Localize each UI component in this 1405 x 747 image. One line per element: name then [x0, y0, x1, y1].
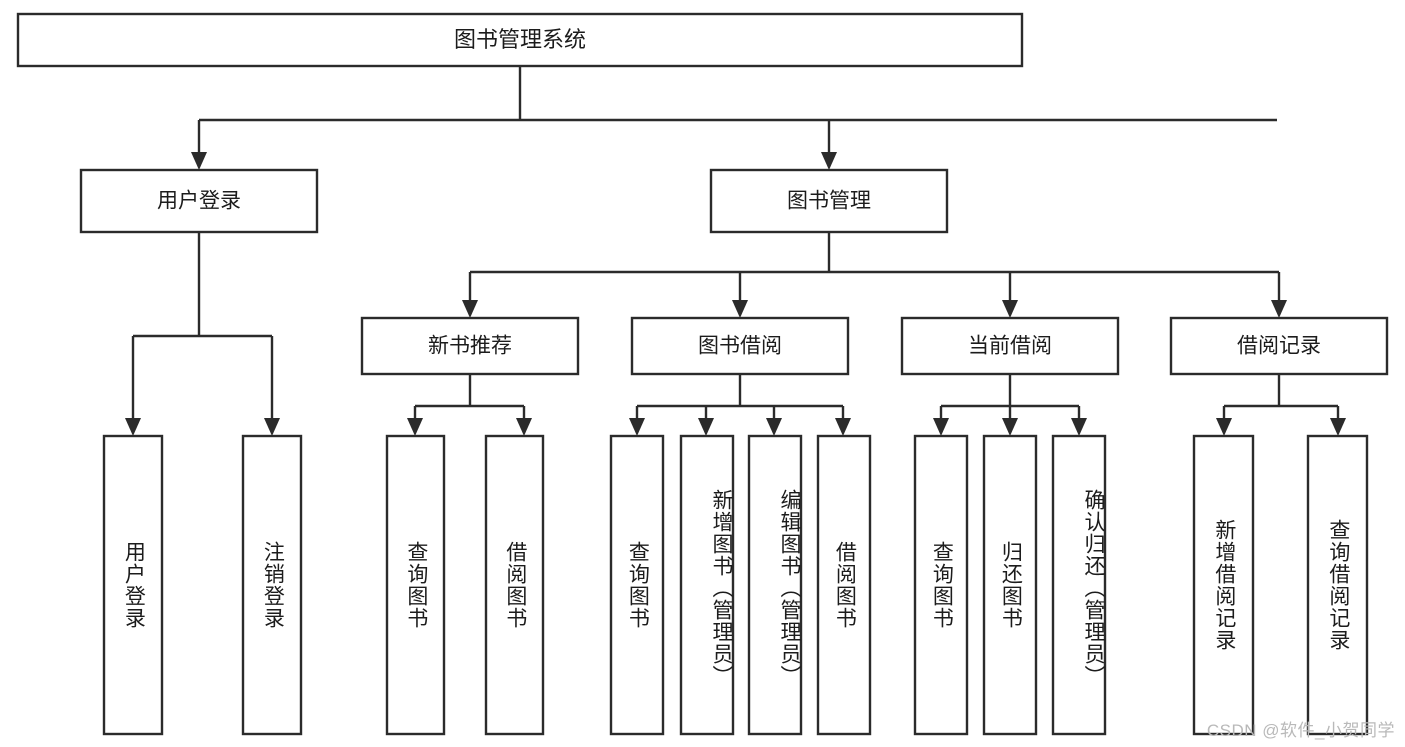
node-current-borrow[interactable]: 当前借阅 [900, 316, 1120, 376]
leaf-box-leaf-return-book[interactable] [982, 434, 1038, 736]
new-book-recommend-label: 新书推荐 [428, 335, 512, 358]
connector-user-login-to-leaves [125, 232, 280, 436]
user-login-box-rect [79, 168, 319, 234]
user-login-label: 用户登录 [157, 190, 241, 213]
borrow-record-label: 借阅记录 [1237, 335, 1321, 358]
arrow-head-icon [1216, 418, 1232, 436]
book-borrow-label: 图书借阅 [698, 335, 782, 358]
arrow-head-icon [407, 418, 423, 436]
node-borrow-record[interactable]: 借阅记录 [1169, 316, 1389, 376]
arrow-head-icon [1330, 418, 1346, 436]
leaf-box-leaf-query-book-3[interactable] [913, 434, 969, 736]
arrow-head-icon [191, 152, 207, 170]
csdn-watermark: CSDN @软件_小贺同学 [1206, 721, 1395, 740]
node-new-book-recommend[interactable]: 新书推荐 [360, 316, 580, 376]
arrow-head-icon [516, 418, 532, 436]
arrow-head-icon [1071, 418, 1087, 436]
connector-new-book-recommend-to-leaves [407, 374, 532, 436]
node-book-borrow[interactable]: 图书借阅 [630, 316, 850, 376]
leaf-box-leaf-user-login[interactable] [102, 434, 164, 736]
current-borrow-label: 当前借阅 [968, 335, 1052, 358]
arrow-head-icon [629, 418, 645, 436]
arrow-head-icon [698, 418, 714, 436]
leaf-box-leaf-add-book[interactable] [679, 434, 735, 736]
leaf-box-leaf-logout-login[interactable] [241, 434, 303, 736]
node-user-login[interactable]: 用户登录 [79, 168, 319, 234]
connector-book-borrow-to-leaves [629, 374, 851, 436]
leaf-box-leaf-query-book-2[interactable] [609, 434, 665, 736]
leaf-box-leaf-add-record[interactable] [1192, 434, 1255, 736]
arrow-head-icon [462, 300, 478, 318]
root-box-label: 图书管理系统 [454, 27, 586, 52]
arrow-head-icon [1002, 300, 1018, 318]
connector-current-borrow-to-leaves [933, 374, 1087, 436]
arrow-head-icon [821, 152, 837, 170]
root-box-rect [16, 12, 1024, 68]
node-book-management[interactable]: 图书管理 [709, 168, 949, 234]
arrow-head-icon [766, 418, 782, 436]
arrow-head-icon [732, 300, 748, 318]
connector-book-management-to-level3 [462, 232, 1287, 318]
book-management-label: 图书管理 [787, 190, 871, 213]
leaf-box-leaf-confirm-return[interactable] [1051, 434, 1107, 736]
current-borrow-box-rect [900, 316, 1120, 376]
leaf-box-leaf-borrow-book-1[interactable] [484, 434, 545, 736]
new-book-recommend-box-rect [360, 316, 580, 376]
arrow-head-icon [125, 418, 141, 436]
arrow-head-icon [933, 418, 949, 436]
arrow-head-icon [264, 418, 280, 436]
leaf-box-leaf-borrow-book-2[interactable] [816, 434, 872, 736]
connector-root-to-level2 [191, 66, 1277, 170]
connector-borrow-record-to-leaves [1216, 374, 1346, 436]
arrow-head-icon [1002, 418, 1018, 436]
node-root[interactable]: 图书管理系统 [16, 12, 1024, 68]
leaf-box-leaf-edit-book[interactable] [747, 434, 803, 736]
arrow-head-icon [1271, 300, 1287, 318]
arrow-head-icon [835, 418, 851, 436]
leaf-box-leaf-query-record[interactable] [1306, 434, 1369, 736]
leaf-box-leaf-query-book-1[interactable] [385, 434, 446, 736]
